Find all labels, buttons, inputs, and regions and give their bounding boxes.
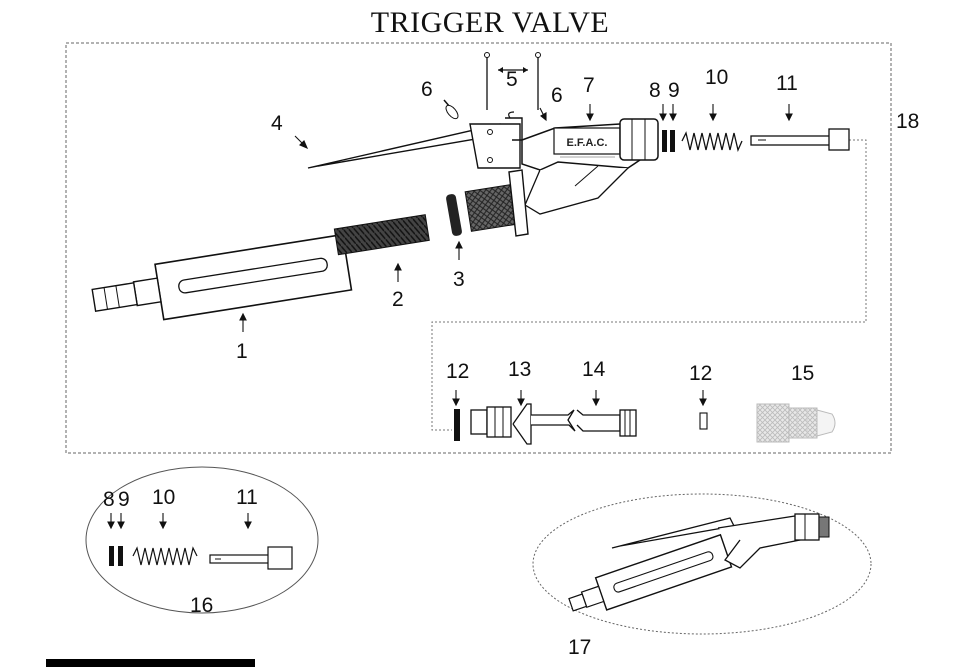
part-10-spring <box>681 131 743 153</box>
exploded-view-frame <box>65 42 892 454</box>
part-6-pin-left <box>443 99 459 120</box>
inset-part-11-stem <box>209 546 293 570</box>
label-6-right: 6 <box>551 84 563 107</box>
part-12-small-seal <box>699 412 708 430</box>
label-16: 16 <box>190 594 213 617</box>
label-12-left: 12 <box>446 360 469 383</box>
part-9-washer <box>670 130 675 152</box>
label-4: 4 <box>271 112 283 135</box>
label-6-left: 6 <box>421 78 433 101</box>
label-15: 15 <box>791 362 814 385</box>
part-11-stem <box>750 128 850 151</box>
label-17: 17 <box>568 636 591 659</box>
part-12-o-ring <box>454 409 460 441</box>
label-13: 13 <box>508 358 531 381</box>
diagram-title: TRIGGER VALVE <box>370 6 610 39</box>
inset-part-10-spring <box>132 546 198 566</box>
label-10: 10 <box>705 66 728 89</box>
inset-label-9: 9 <box>118 488 130 511</box>
inset-part-9 <box>118 546 123 566</box>
inset-label-10: 10 <box>152 486 175 509</box>
label-7: 7 <box>583 74 595 97</box>
connector-line <box>431 139 867 431</box>
part-15-nozzle <box>756 403 836 443</box>
label-1: 1 <box>236 340 248 363</box>
inset-label-11: 11 <box>236 486 258 509</box>
label-11: 11 <box>776 72 798 95</box>
inset-label-8: 8 <box>103 488 115 511</box>
label-5: 5 <box>506 68 518 91</box>
inset-16-ellipse <box>85 466 319 614</box>
label-9: 9 <box>668 79 680 102</box>
label-12-right: 12 <box>689 362 712 385</box>
part-2-threaded-tube <box>333 214 430 256</box>
part-3-o-ring <box>446 194 462 236</box>
label-3: 3 <box>453 268 465 291</box>
part-13-fitting <box>470 403 532 445</box>
label-2: 2 <box>392 288 404 311</box>
black-bar <box>46 659 255 667</box>
part-5-rod-pair <box>484 52 541 110</box>
part-4-lever <box>307 123 521 169</box>
part-14-tube <box>531 409 637 437</box>
part-8-washer <box>662 130 667 152</box>
leader-arrows <box>107 104 793 530</box>
inset-17-ellipse <box>532 493 872 635</box>
inset-17-assembled-valve <box>568 513 830 612</box>
brand-label: E.F.A.C. <box>567 137 608 149</box>
part-6-clip-right <box>505 111 523 141</box>
label-18: 18 <box>896 110 919 133</box>
part-7-valve-body: E.F.A.C. <box>464 118 659 237</box>
label-14: 14 <box>582 358 606 381</box>
inset-part-8 <box>109 546 114 566</box>
part-1-handle <box>91 233 353 321</box>
label-8: 8 <box>649 79 661 102</box>
